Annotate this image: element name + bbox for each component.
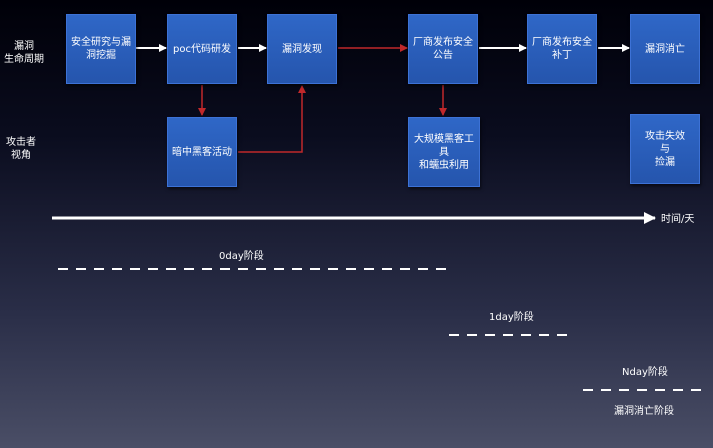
n-day-label: Nday阶段 xyxy=(622,367,668,378)
box-vulnerability-discovery: 漏洞发现 xyxy=(267,14,337,84)
arrow-blackhat-to-discovery xyxy=(238,85,306,153)
box-security-research: 安全研究与漏 洞挖掘 xyxy=(66,14,136,84)
row-label-lifecycle: 漏洞 生命周期 xyxy=(4,41,44,65)
zero-day-label: 0day阶段 xyxy=(219,251,264,262)
box-attack-failure: 攻击失效 与 捡漏 xyxy=(630,114,700,184)
row-label-attacker: 攻击者 视角 xyxy=(6,137,36,161)
box-mass-tools-worms: 大规模黑客工 具 和蠕虫利用 xyxy=(408,117,480,187)
timeline-label: 时间/天 xyxy=(661,214,695,225)
box-poc-development: poc代码研发 xyxy=(167,14,237,84)
box-vendor-advisory: 厂商发布安全 公告 xyxy=(408,14,478,84)
one-day-label: 1day阶段 xyxy=(489,312,534,323)
vanish-phase-label: 漏洞消亡阶段 xyxy=(614,406,674,417)
box-vulnerability-vanish: 漏洞消亡 xyxy=(630,14,700,84)
box-vendor-patch: 厂商发布安全 补丁 xyxy=(527,14,597,84)
box-covert-hacking: 暗中黑客活动 xyxy=(167,117,237,187)
